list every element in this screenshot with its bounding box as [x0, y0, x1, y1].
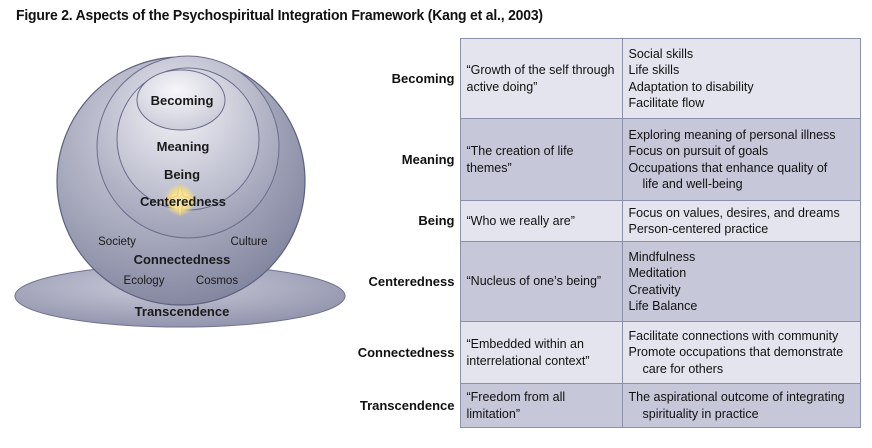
transcendence-label: Transcendence — [135, 304, 230, 319]
row-items: Social skills Life skills Adaptation to … — [621, 38, 861, 119]
list-item: Facilitate flow — [628, 96, 705, 110]
framework-table-container: Becoming “Growth of the self through act… — [352, 38, 861, 428]
being-label: Being — [164, 167, 200, 182]
row-quote: “Freedom from all limitation” — [459, 383, 623, 428]
figure-title: Figure 2. Aspects of the Psychospiritual… — [16, 7, 543, 24]
table-row-meaning: Meaning “The creation of life themes” Ex… — [352, 118, 861, 201]
society-label: Society — [98, 236, 136, 248]
row-items: Facilitate connections with community Pr… — [621, 321, 861, 384]
row-items: Exploring meaning of personal illness Fo… — [621, 118, 861, 201]
row-quote: “The creation of life themes” — [459, 118, 623, 201]
cosmos-label: Cosmos — [196, 275, 238, 287]
row-quote: “Growth of the self through active doing… — [459, 38, 623, 119]
list-item: The aspirational outcome of integrating — [628, 390, 845, 404]
row-label: Becoming — [391, 70, 455, 86]
list-item: Adaptation to disability — [628, 79, 754, 94]
row-label: Centeredness — [368, 273, 455, 289]
list-item: Social skills — [628, 46, 694, 61]
row-label: Transcendence — [359, 397, 455, 413]
list-item: spirituality in practice — [642, 406, 759, 421]
table-row-becoming: Becoming “Growth of the self through act… — [352, 38, 861, 119]
row-quote: “Nucleus of one’s being” — [459, 241, 623, 322]
becoming-label: Becoming — [151, 93, 214, 108]
centeredness-star-icon — [162, 183, 198, 217]
framework-table: Becoming “Growth of the self through act… — [352, 38, 861, 428]
connectedness-label: Connectedness — [134, 252, 231, 267]
table-row-being: Being “Who we really are” Focus on value… — [352, 200, 861, 242]
table-row-connectedness: Connectedness “Embedded within an interr… — [352, 321, 861, 384]
list-item: Exploring meaning of personal illness — [628, 127, 836, 142]
table-row-transcendence: Transcendence “Freedom from all limitati… — [352, 383, 861, 428]
row-label: Meaning — [401, 151, 455, 167]
list-item: Focus on values, desires, and dreams — [628, 205, 840, 220]
list-item: Person-centered practice — [628, 222, 769, 236]
row-items: The aspirational outcome of integrating … — [621, 383, 861, 428]
list-item: Creativity — [628, 282, 681, 297]
list-item: Life Balance — [628, 299, 698, 313]
list-item: Life skills — [628, 63, 680, 77]
row-items: Focus on values, desires, and dreams Per… — [621, 200, 861, 242]
table-row-centeredness: Centeredness “Nucleus of one’s being” Mi… — [352, 241, 861, 322]
list-item: Facilitate connections with community — [628, 328, 839, 343]
list-item: Focus on pursuit of goals — [628, 144, 769, 158]
list-item: Mindfulness — [628, 249, 696, 264]
row-label: Connectedness — [357, 344, 455, 360]
list-item: Meditation — [628, 266, 687, 280]
row-quote: “Who we really are” — [459, 200, 623, 242]
list-item: care for others — [642, 361, 724, 376]
becoming-ellipse — [136, 69, 226, 131]
row-items: Mindfulness Meditation Creativity Life B… — [621, 241, 861, 322]
list-item: Promote occupations that demonstrate — [628, 345, 844, 360]
row-quote: “Embedded within an interrelational cont… — [459, 321, 623, 384]
meaning-label: Meaning — [157, 139, 210, 154]
list-item: life and well-being — [642, 177, 743, 191]
list-item: Occupations that enhance quality of — [628, 160, 828, 175]
centeredness-label: Centeredness — [140, 194, 226, 209]
culture-label: Culture — [230, 236, 267, 248]
row-label: Being — [418, 213, 455, 229]
ecology-label: Ecology — [124, 275, 165, 287]
